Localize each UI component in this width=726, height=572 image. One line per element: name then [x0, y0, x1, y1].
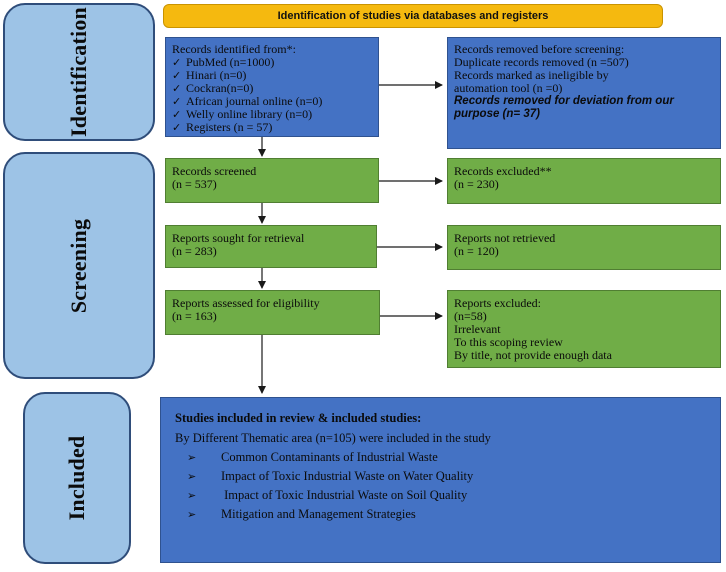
- source-item: ✓Welly online library (n=0): [172, 107, 313, 122]
- reports-excluded-reason: By title, not provide enough data: [454, 348, 612, 362]
- records-identified-box: Records identified from*: ✓PubMed (n=100…: [165, 37, 379, 137]
- thematic-area-item: ➢Impact of Toxic Industrial Waste on Wat…: [175, 470, 706, 484]
- check-icon: ✓: [172, 56, 182, 69]
- sought-count: (n = 283): [172, 244, 217, 258]
- source-item: ✓Cockran(n=0): [172, 81, 254, 96]
- reports-excluded-reason: To this scoping review: [454, 335, 563, 349]
- source-item: ✓Hinari (n=0): [172, 68, 247, 83]
- reports-not-retrieved-box: Reports not retrieved (n = 120): [447, 225, 721, 270]
- removed-line: automation tool (n =0): [454, 81, 563, 95]
- records-excluded-box: Records excluded** (n = 230): [447, 158, 721, 204]
- records-removed-box: Records removed before screening: Duplic…: [447, 37, 721, 149]
- stage-screening: Screening: [3, 152, 155, 379]
- included-summary: By Different Thematic area (n=105) were …: [175, 431, 491, 445]
- not-retrieved-label: Reports not retrieved: [454, 231, 556, 245]
- reports-excluded-reason: Irrelevant: [454, 322, 501, 336]
- arrowhead-bullet-icon: ➢: [187, 508, 197, 521]
- removed-line: Duplicate records removed (n =507): [454, 55, 629, 69]
- source-item: ✓Registers (n = 57): [172, 120, 273, 135]
- removed-line: Records marked as ineligible by: [454, 68, 609, 82]
- check-icon: ✓: [172, 69, 182, 82]
- reports-excluded-label: Reports excluded:: [454, 296, 541, 310]
- reports-assessed-box: Reports assessed for eligibility (n = 16…: [165, 290, 380, 335]
- diagram-header: Identification of studies via databases …: [163, 4, 663, 28]
- check-icon: ✓: [172, 82, 182, 95]
- reports-excluded-count: (n=58): [454, 309, 487, 323]
- screened-count: (n = 537): [172, 177, 217, 191]
- stage-identification: Identification: [3, 3, 155, 141]
- check-icon: ✓: [172, 121, 182, 134]
- removed-line: Records removed before screening:: [454, 42, 625, 56]
- thematic-area-item: ➢Mitigation and Management Strategies: [175, 508, 706, 522]
- screened-label: Records screened: [172, 164, 257, 178]
- source-item: ✓African journal online (n=0): [172, 94, 323, 109]
- reports-excluded-box: Reports excluded: (n=58) Irrelevant To t…: [447, 290, 721, 368]
- excluded-count: (n = 230): [454, 177, 499, 191]
- check-icon: ✓: [172, 95, 182, 108]
- removed-deviation-line: Records removed for deviation from our: [454, 95, 674, 107]
- check-icon: ✓: [172, 108, 182, 121]
- records-screened-box: Records screened (n = 537): [165, 158, 379, 203]
- records-identified-heading: Records identified from*:: [172, 42, 296, 56]
- removed-deviation-line: purpose (n= 37): [454, 108, 540, 120]
- included-title: Studies included in review & included st…: [175, 411, 422, 425]
- thematic-area-item: ➢Common Contaminants of Industrial Waste: [175, 451, 706, 465]
- reports-sought-box: Reports sought for retrieval (n = 283): [165, 225, 377, 268]
- stage-included: Included: [23, 392, 131, 564]
- not-retrieved-count: (n = 120): [454, 244, 499, 258]
- sought-label: Reports sought for retrieval: [172, 231, 305, 245]
- assessed-label: Reports assessed for eligibility: [172, 296, 320, 310]
- excluded-label: Records excluded**: [454, 164, 552, 178]
- assessed-count: (n = 163): [172, 309, 217, 323]
- source-item: ✓PubMed (n=1000): [172, 55, 275, 70]
- arrowhead-bullet-icon: ➢: [187, 451, 197, 464]
- thematic-area-item: ➢ Impact of Toxic Industrial Waste on So…: [175, 489, 706, 503]
- arrowhead-bullet-icon: ➢: [187, 470, 197, 483]
- included-studies-box: Studies included in review & included st…: [160, 397, 721, 563]
- arrowhead-bullet-icon: ➢: [187, 489, 197, 502]
